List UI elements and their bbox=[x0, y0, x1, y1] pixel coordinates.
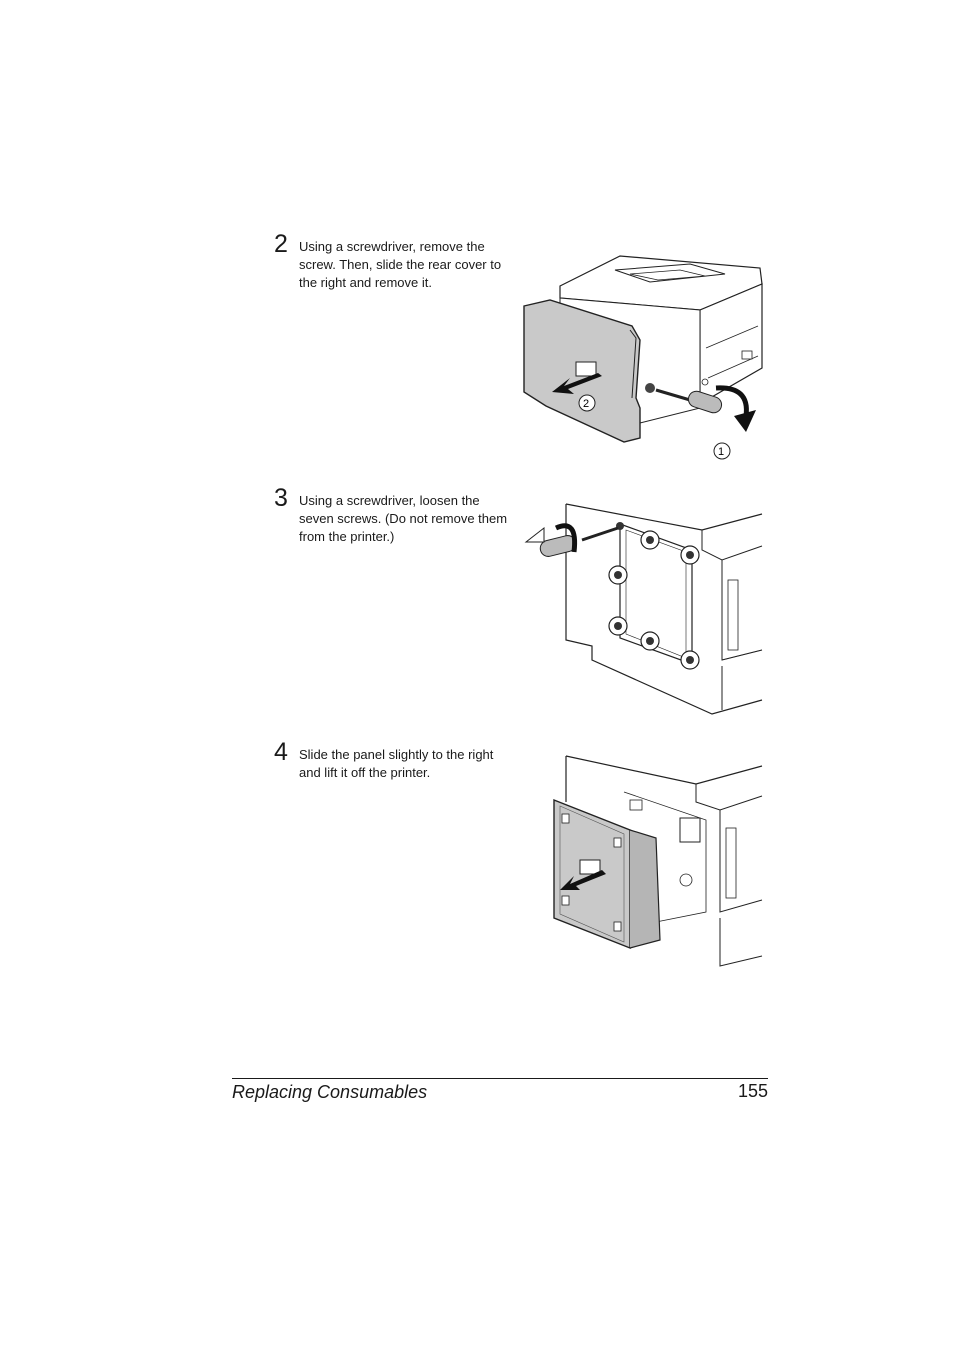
step-text-2: Using a screwdriver, remove the screw. T… bbox=[299, 239, 502, 290]
footer-page-number: 155 bbox=[737, 1081, 768, 1101]
step-text-4: Slide the panel slightly to the right an… bbox=[299, 747, 494, 780]
illustration-loosen-screws bbox=[524, 503, 763, 715]
step-number-3: 3 bbox=[274, 484, 288, 512]
illustration-remove-rear-cover: 2 1 bbox=[523, 255, 763, 460]
illustration-remove-panel bbox=[553, 755, 763, 967]
step-text-3: Using a screwdriver, loosen the seven sc… bbox=[299, 493, 508, 544]
step-number-4: 4 bbox=[274, 738, 288, 766]
footer-section-title: Replacing Consumables bbox=[232, 1082, 428, 1102]
callout-1: 1 bbox=[718, 446, 724, 458]
step-number-2: 2 bbox=[274, 230, 288, 258]
footer-rule bbox=[232, 1078, 768, 1079]
callout-2: 2 bbox=[583, 398, 589, 410]
